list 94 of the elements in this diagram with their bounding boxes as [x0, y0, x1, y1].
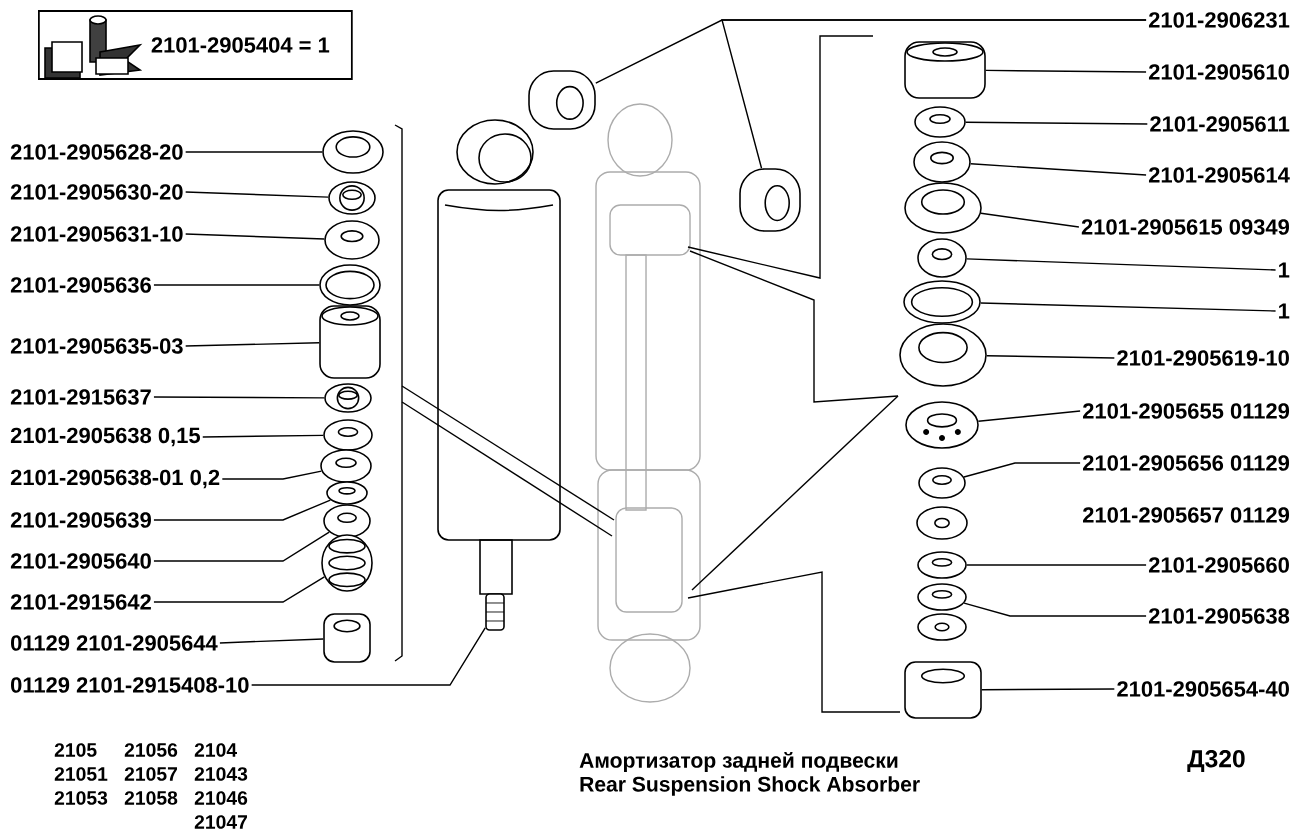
part-number: 1 — [1279, 303, 1290, 319]
part-drawing — [324, 383, 372, 413]
model-number: 21046 — [194, 791, 248, 805]
leader-line — [985, 69, 1147, 73]
part-number: 2101-2905614 — [1148, 167, 1290, 183]
part-drawing — [323, 419, 373, 451]
part-drawing — [528, 70, 596, 130]
leader-line — [202, 434, 324, 438]
part-drawing — [322, 130, 384, 174]
part-number: 2101-2905636 — [10, 277, 151, 293]
part-number: 2101-2905638 — [1148, 608, 1290, 624]
part-drawing — [485, 593, 505, 631]
part-number: 2101-2905611 — [1150, 116, 1290, 132]
leader-line — [963, 602, 1147, 617]
part-number: 01129 2101-2905644 — [11, 635, 218, 651]
leader-line — [980, 212, 1080, 228]
part-drawing — [324, 220, 380, 260]
part-number: 2101-2905610 — [1148, 64, 1289, 80]
part-number: 2101-2905635-03 — [10, 338, 183, 354]
leader-line — [184, 233, 325, 240]
part-number: 2101-2905619-10 — [1117, 350, 1289, 366]
part-number: 2101-2905630-20 — [10, 184, 183, 200]
model-number: 2104 — [194, 743, 237, 757]
leader-line — [965, 121, 1148, 125]
leader-line — [184, 151, 323, 153]
leader-line — [153, 396, 325, 399]
part-drawing — [917, 583, 967, 611]
leader-line — [986, 355, 1116, 359]
part-number: 2101-2905660 — [1148, 557, 1289, 573]
part-drawing — [739, 168, 801, 232]
leader-line — [153, 576, 326, 603]
leader-line — [977, 410, 1081, 422]
part-drawing — [905, 401, 979, 449]
model-number: 21053 — [54, 791, 108, 805]
title: Амортизатор задней подвески — [579, 751, 898, 773]
part-drawing — [913, 141, 971, 183]
part-number: 2101-2905638-01 0,2 — [10, 469, 220, 489]
part-drawing — [899, 323, 987, 387]
model-number: 21051 — [54, 767, 108, 781]
leader-line — [153, 499, 332, 521]
part-drawing — [903, 280, 981, 324]
part-number: 2101-2905655 01129 — [1083, 403, 1290, 419]
leader-line — [184, 342, 320, 347]
leader-line — [184, 191, 329, 198]
part-number: 2101-2905640 — [10, 553, 151, 569]
part-drawing — [326, 481, 368, 505]
leader-line — [221, 470, 323, 480]
part-number: 2101-2905639 — [10, 512, 151, 528]
part-number: 2101-2905656 01129 — [1083, 455, 1290, 471]
part-number: 1 — [1279, 262, 1290, 278]
part-drawing — [917, 551, 967, 579]
model-number: 21057 — [124, 767, 177, 781]
part-number: 2101-2905628-20 — [10, 144, 183, 160]
leader-line — [966, 564, 1147, 566]
leader-line — [219, 638, 324, 644]
part-drawing — [320, 449, 372, 483]
leader-line — [250, 627, 486, 686]
leader-line — [966, 258, 1277, 271]
part-number: 2101-2905631-10 — [10, 226, 183, 242]
model-number: 21056 — [124, 743, 178, 757]
part-drawing — [323, 504, 371, 538]
part-drawing — [321, 534, 373, 592]
part-drawing — [918, 467, 966, 499]
part-drawing — [323, 613, 371, 663]
leader-line — [721, 19, 1147, 169]
part-drawing — [319, 264, 381, 306]
caption: Rear Suspension Shock Absorber — [580, 776, 920, 796]
leader-line — [969, 163, 1147, 176]
model-number: 21043 — [194, 767, 248, 781]
model-number: 2105 — [54, 743, 97, 757]
part-drawing — [904, 182, 982, 234]
part-drawing — [319, 305, 381, 379]
part-drawing — [904, 661, 982, 719]
part-drawing — [917, 238, 967, 278]
part-number: 2101-2905615 09349 — [1081, 219, 1289, 235]
part-number: 2101-2915637 — [10, 389, 151, 405]
part-drawing — [904, 41, 986, 99]
leader-line — [981, 688, 1116, 691]
part-number: 2101-2905638 0,15 — [10, 427, 200, 447]
leader-line — [980, 302, 1277, 312]
part-drawing — [914, 106, 966, 138]
part-number: 2101-2906231 — [1148, 12, 1290, 28]
part-number: 01129 2101-2915408-10 — [11, 677, 249, 693]
part-number: 2101-2915642 — [10, 594, 151, 610]
part-number: 2101-2905657 01129 — [1083, 507, 1290, 523]
part-number: 2101-2905654-40 — [1117, 681, 1289, 697]
leader-line — [963, 462, 1081, 478]
model-number: 21058 — [124, 791, 178, 805]
kit-box: 2101-2905404 = 1 — [38, 10, 353, 80]
leader-line — [153, 531, 330, 562]
page-code: Д320 — [1187, 749, 1245, 773]
model-number: 21047 — [194, 815, 247, 829]
part-drawing — [328, 181, 376, 215]
leader-line — [153, 284, 320, 286]
